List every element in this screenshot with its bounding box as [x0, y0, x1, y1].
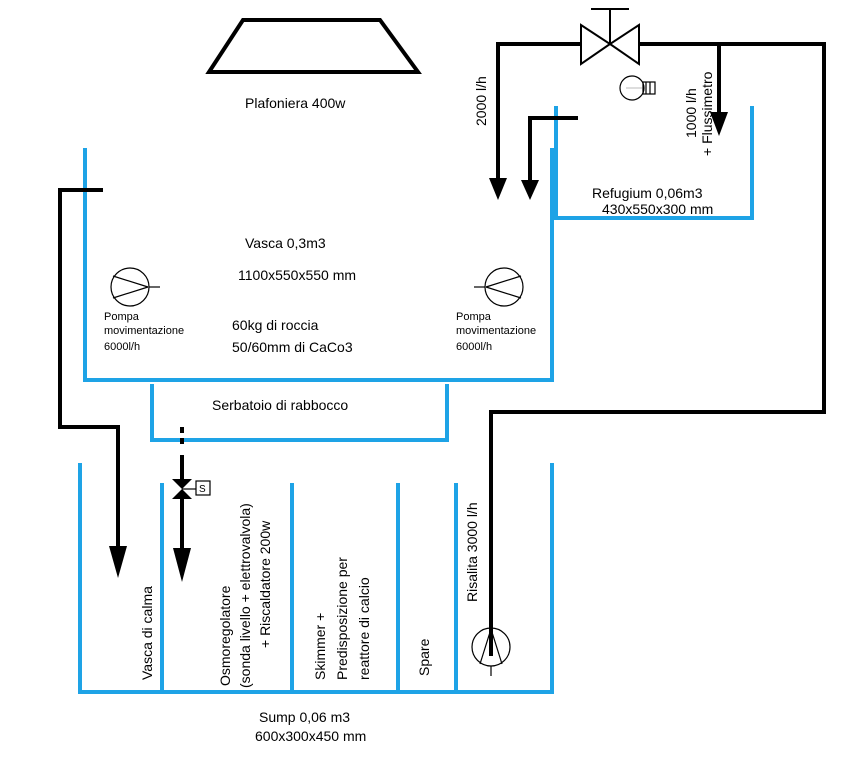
flowmeter-label: + Flussimetro — [699, 71, 715, 156]
arrow-down-icon — [109, 546, 127, 578]
sump-calma-label: Vasca di calma — [139, 586, 155, 680]
main-tank-rock: 60kg di roccia — [232, 317, 319, 333]
pump-icon-return — [471, 627, 511, 676]
overflow-pipe — [58, 188, 120, 546]
pump-right-line1: Pompa — [456, 311, 492, 323]
sump-osmo-label-3: + Riscaldatore 200w — [257, 520, 273, 648]
main-tank-name: Vasca 0,3m3 — [245, 235, 326, 251]
solenoid-valve-icon: S — [172, 479, 211, 499]
sump-skimmer-label-1: Skimmer + — [312, 613, 328, 680]
arrow-down-icon — [710, 112, 728, 136]
pump-icon-right — [474, 267, 524, 307]
sump-name: Sump 0,06 m3 — [259, 709, 350, 725]
valve-icon — [580, 8, 640, 66]
pump-left-line2: movimentazione — [104, 325, 184, 337]
pump-left-line3: 6000l/h — [104, 341, 140, 353]
pump-icon-left — [110, 267, 160, 307]
sump-skimmer-label-2: Predisposizione per — [334, 557, 350, 680]
sump-tank — [78, 463, 554, 694]
return-pipe — [489, 42, 826, 656]
refugium-overflow-pipe — [528, 116, 578, 180]
sump-osmo-label-1: Osmoregolatore — [217, 585, 233, 686]
arrow-down-icon — [521, 180, 539, 200]
solenoid-tag: S — [199, 484, 206, 495]
flow-2000-label: 2000 l/h — [473, 76, 489, 126]
pump-right-line3: 6000l/h — [456, 341, 492, 353]
refugium-size: 430x550x300 mm — [602, 201, 713, 217]
bulb-icon — [619, 75, 656, 101]
main-tank — [83, 148, 554, 382]
sump-spare-label: Spare — [416, 638, 432, 676]
sump-size: 600x300x450 mm — [255, 728, 366, 744]
topoff-tank — [150, 384, 449, 442]
lamp-icon — [205, 18, 422, 74]
sump-osmo-label-2: (sonda livello + elettrovalvola) — [237, 503, 253, 688]
topoff-label: Serbatoio di rabbocco — [212, 397, 348, 413]
arrow-down-icon — [173, 548, 191, 582]
main-tank-size: 1100x550x550 mm — [238, 267, 356, 283]
flow-1000-label: 1000 l/h — [683, 88, 699, 138]
sump-risalita-label: Risalita 3000 l/h — [464, 502, 480, 602]
arrow-down-icon — [489, 178, 507, 200]
sump-skimmer-label-3: reattore di calcio — [356, 577, 372, 680]
refugium-name: Refugium 0,06m3 — [592, 185, 703, 201]
lamp-label: Plafoniera 400w — [245, 95, 346, 111]
return-pipe-2 — [496, 42, 581, 178]
refugium-tank — [554, 106, 754, 220]
pump-left-line1: Pompa — [104, 311, 140, 323]
main-tank-caco3: 50/60mm di CaCo3 — [232, 339, 353, 355]
pump-right-line2: movimentazione — [456, 325, 536, 337]
